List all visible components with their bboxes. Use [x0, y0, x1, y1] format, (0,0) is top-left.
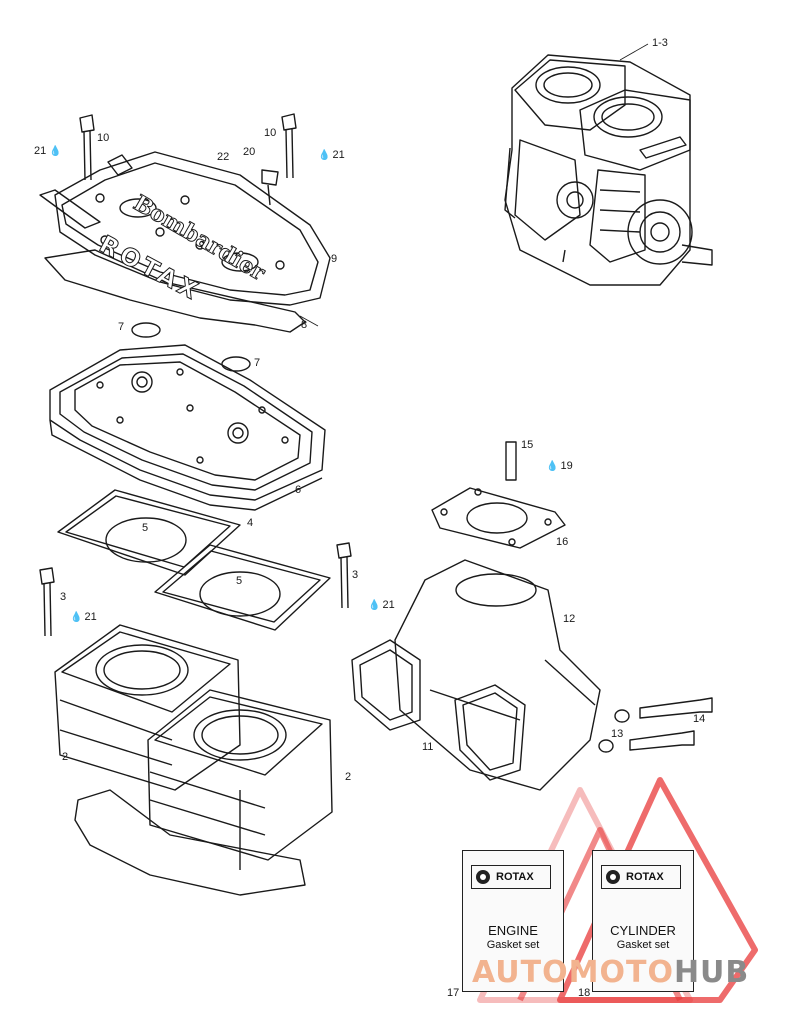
- oil-drop-icon: 💧: [368, 600, 381, 611]
- part-label-11: 11: [422, 741, 434, 753]
- kit-title: CYLINDER: [610, 923, 676, 938]
- part-label-10-left: 10: [97, 132, 110, 144]
- rotax-star-icon: [476, 870, 490, 884]
- rotax-logo: ROTAX: [471, 865, 551, 889]
- oil-drop-icon: 💧: [70, 612, 83, 623]
- washers-bolts-13-14-drawing: [598, 697, 713, 753]
- cylinders-drawing: [54, 624, 333, 896]
- kit-title: ENGINE: [488, 923, 538, 938]
- oil-drop-icon: 💧: [546, 461, 559, 472]
- part-label-8: 8: [301, 319, 308, 331]
- part-number-21: 21: [34, 145, 47, 157]
- part-label-5-lower: 5: [236, 575, 243, 587]
- kit-subtitle: Gasket set: [616, 939, 670, 951]
- cylinder-head-drawing: [49, 344, 326, 511]
- rotax-star-icon: [606, 870, 620, 884]
- part-number-21: 21: [84, 611, 97, 623]
- part-label-19: 💧19: [546, 460, 573, 473]
- watermark-part-2: HUB: [673, 955, 750, 990]
- kit-logo-text: ROTAX: [626, 871, 664, 883]
- part-label-17: 17: [447, 987, 460, 999]
- oil-drop-icon: 💧: [49, 146, 62, 157]
- kit-logo-text: ROTAX: [496, 871, 534, 883]
- stud-15-drawing: [505, 441, 517, 481]
- cylinder-head-cover-drawing: [39, 151, 331, 333]
- part-label-18: 18: [578, 987, 591, 999]
- oil-drop-icon: 💧: [318, 150, 331, 161]
- part-label-3-left: 3: [60, 591, 67, 603]
- part-number-21: 21: [332, 149, 345, 161]
- part-label-16: 16: [556, 536, 569, 548]
- part-label-10-right: 10: [264, 127, 277, 139]
- part-label-21-left: 21 💧: [34, 145, 64, 158]
- gasket-4-drawing: [57, 489, 331, 631]
- part-label-3-right: 3: [352, 569, 359, 581]
- part-label-15: 15: [521, 439, 534, 451]
- part-label-2-left: 2: [62, 751, 69, 763]
- part-label-21-right: 💧21: [318, 149, 345, 162]
- part-label-12: 12: [563, 613, 576, 625]
- bolts-drawing: [39, 113, 352, 637]
- part-label-2-right: 2: [345, 771, 352, 783]
- o-ring-7-right: [221, 356, 251, 372]
- part-label-13: 13: [611, 728, 624, 740]
- part-number-19: 19: [560, 460, 573, 472]
- part-label-5-upper: 5: [142, 522, 149, 534]
- part-label-21-mid-right: 💧21: [368, 599, 395, 612]
- part-label-4: 4: [247, 517, 254, 529]
- part-label-20: 20: [243, 146, 256, 158]
- o-ring-7-left: [131, 322, 161, 338]
- part-label-22: 22: [217, 151, 230, 163]
- part-number-21: 21: [382, 599, 395, 611]
- watermark-part-1: AUTOMOTO: [472, 955, 674, 990]
- part-label-1-3: 1-3: [652, 37, 668, 49]
- engine-gasket-set-box: ROTAX ENGINE Gasket set: [462, 850, 564, 992]
- part-label-7-right: 7: [254, 357, 261, 369]
- engine-assembly-drawing: [504, 54, 713, 286]
- part-label-9: 9: [331, 253, 338, 265]
- part-label-21-mid-left: 💧21: [70, 611, 97, 624]
- part-label-6: 6: [295, 484, 302, 496]
- exhaust-manifold-12-drawing: [351, 559, 601, 791]
- watermark-text: AUTOMOTOHUB: [472, 955, 749, 990]
- kit-subtitle: Gasket set: [486, 939, 540, 951]
- cylinder-gasket-set-box: ROTAX CYLINDER Gasket set: [592, 850, 694, 992]
- part-label-7-left: 7: [118, 321, 125, 333]
- exhaust-gasket-16-drawing: [431, 487, 566, 549]
- part-label-14: 14: [693, 713, 706, 725]
- rotax-logo: ROTAX: [601, 865, 681, 889]
